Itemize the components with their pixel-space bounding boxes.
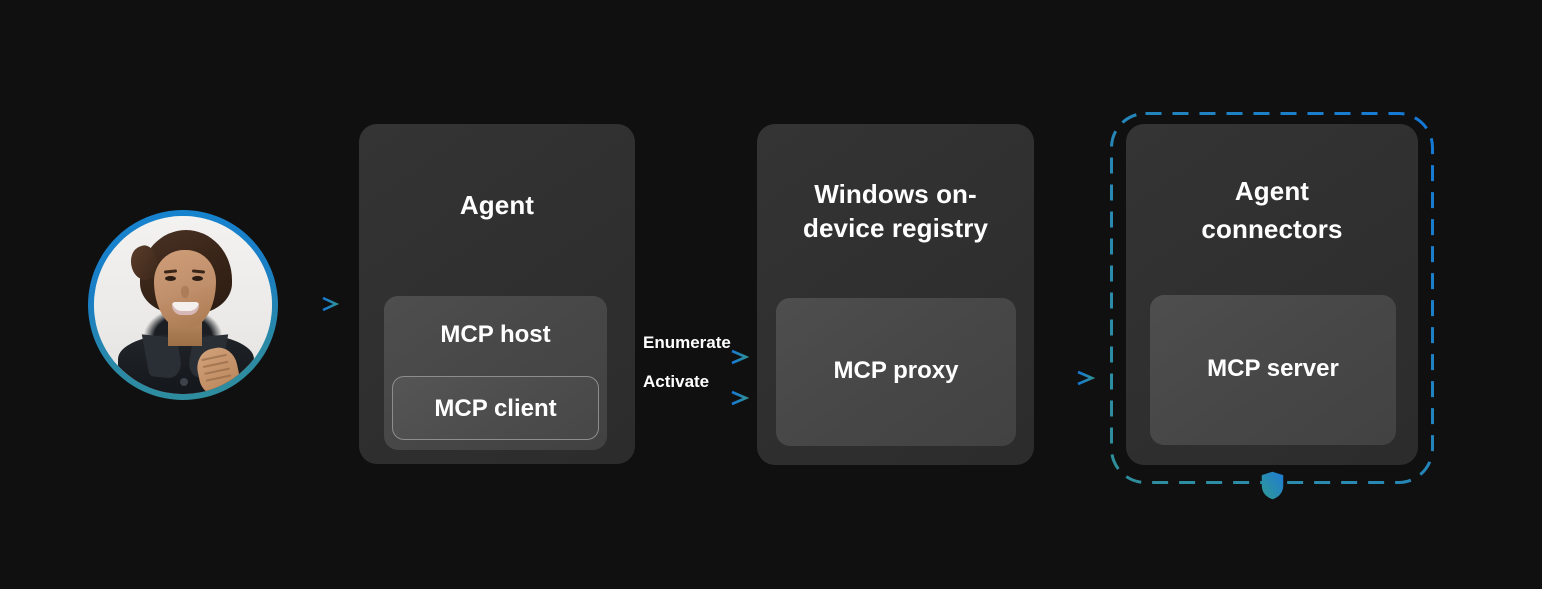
mcp-host-label: MCP host xyxy=(440,321,551,348)
avatar-nose xyxy=(181,286,189,298)
mcp-proxy-label: MCP proxy xyxy=(833,357,959,384)
shield-icon xyxy=(1261,471,1284,500)
node-registry[interactable]: Windows on- device registry MCP proxy xyxy=(757,124,1034,465)
node-registry-title-line1: Windows on- xyxy=(814,179,977,209)
avatar-eye-left xyxy=(165,276,176,281)
node-registry-mcp-proxy[interactable]: MCP proxy xyxy=(776,298,1016,446)
avatar-shirt-button xyxy=(180,378,188,386)
user-avatar xyxy=(88,210,278,400)
node-registry-title-line2: device registry xyxy=(802,213,989,243)
avatar-photo-clip xyxy=(94,216,272,394)
avatar-face xyxy=(154,250,216,328)
mcp-server-label: MCP server xyxy=(1207,355,1339,382)
arrow-user-to-agent xyxy=(288,296,340,312)
node-connectors-title-line2: connectors xyxy=(1201,214,1343,244)
avatar-photo xyxy=(94,216,272,394)
connection-label-activate: Activate xyxy=(643,372,710,391)
node-agent-connectors[interactable]: Agent connectors MCP server xyxy=(1126,124,1418,465)
arrow-activate xyxy=(643,390,750,406)
node-agent-mcp-host[interactable]: MCP host MCP client xyxy=(384,296,607,450)
arrow-registry-to-connectors xyxy=(1042,370,1096,386)
avatar-brow-right xyxy=(191,269,206,274)
arrow-enumerate xyxy=(643,349,750,365)
avatar-smile xyxy=(172,302,199,315)
node-connectors-mcp-server[interactable]: MCP server xyxy=(1150,295,1396,445)
node-agent-mcp-client[interactable]: MCP client xyxy=(392,376,599,440)
avatar-brow-left xyxy=(163,269,178,274)
node-agent[interactable]: Agent MCP host MCP client xyxy=(359,124,635,464)
node-agent-title: Agent xyxy=(459,190,535,220)
connection-label-enumerate: Enumerate xyxy=(643,333,731,352)
node-connectors-title-line1: Agent xyxy=(1234,176,1310,206)
avatar-eye-right xyxy=(192,276,203,281)
mcp-client-label: MCP client xyxy=(434,395,557,422)
